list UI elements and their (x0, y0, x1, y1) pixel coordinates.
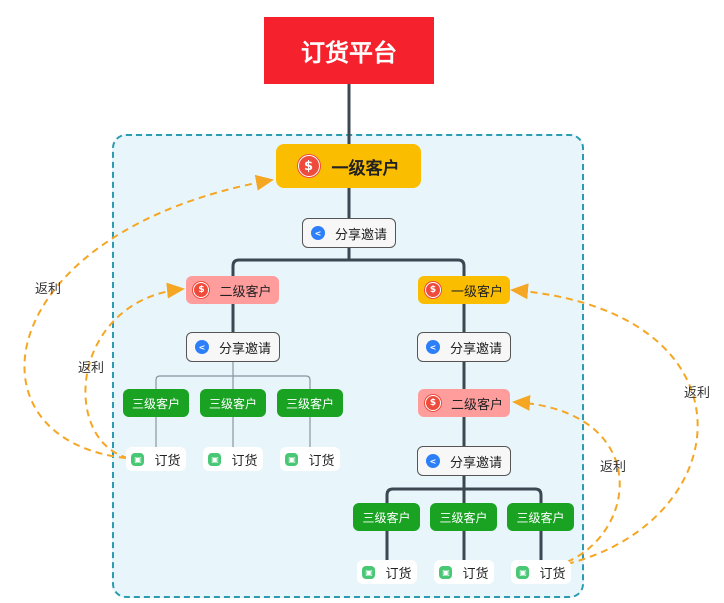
share-invite-node: < 分享邀请 (302, 218, 396, 248)
level2-customer-node: $ 二级客户 (186, 276, 279, 304)
order-label: 订货 (154, 453, 181, 469)
level3-customer-node: 三级客户 (200, 389, 266, 417)
rebate-label: 返利 (600, 460, 627, 475)
share-invite-node: < 分享邀请 (186, 332, 280, 362)
order-node: ▣ 订货 (126, 447, 186, 471)
share-invite-node: < 分享邀请 (417, 332, 511, 362)
dollar-icon: $ (424, 395, 441, 411)
level3-label: 三级客户 (439, 510, 488, 525)
order-label: 订货 (539, 566, 566, 582)
title-text: 订货平台 (301, 39, 397, 67)
order-label: 订货 (462, 566, 489, 582)
dollar-icon: $ (193, 282, 210, 298)
cart-icon: ▣ (131, 452, 145, 466)
level3-label: 三级客户 (362, 510, 411, 525)
level3-customer-node: 三级客户 (123, 389, 189, 417)
level3-customer-node: 三级客户 (507, 503, 574, 531)
dollar-icon: $ (297, 155, 320, 177)
level2-label: 二级客户 (219, 284, 272, 300)
level1-label: 一级客户 (450, 284, 503, 300)
order-node: ▣ 订货 (203, 447, 263, 471)
share-icon: < (194, 340, 209, 354)
rebate-label: 返利 (684, 386, 711, 401)
order-node: ▣ 订货 (280, 447, 340, 471)
cart-icon: ▣ (362, 565, 376, 579)
cart-icon: ▣ (208, 452, 222, 466)
level3-label: 三级客户 (208, 396, 257, 411)
order-label: 订货 (385, 566, 412, 582)
order-node: ▣ 订货 (357, 560, 417, 584)
rebate-label: 返利 (78, 361, 105, 376)
level3-label: 三级客户 (131, 396, 180, 411)
ordering-platform-title: 订货平台 (264, 17, 434, 84)
dollar-icon: $ (424, 282, 441, 298)
level3-customer-node: 三级客户 (277, 389, 343, 417)
level3-customer-node: 三级客户 (430, 503, 497, 531)
rebate-label: 返利 (35, 282, 62, 297)
share-icon: < (425, 454, 440, 468)
cart-icon: ▣ (516, 565, 530, 579)
share-label: 分享邀请 (449, 341, 502, 357)
level1-customer-node: $ 一级客户 (418, 276, 510, 304)
level1-customer-node: $ 一级客户 (276, 144, 421, 188)
share-label: 分享邀请 (218, 341, 271, 357)
order-label: 订货 (231, 453, 258, 469)
share-label: 分享邀请 (334, 227, 387, 243)
order-node: ▣ 订货 (434, 560, 494, 584)
share-invite-node: < 分享邀请 (417, 446, 511, 476)
level3-label: 三级客户 (285, 396, 334, 411)
cart-icon: ▣ (285, 452, 299, 466)
share-icon: < (425, 340, 440, 354)
share-icon: < (310, 226, 325, 240)
level3-label: 三级客户 (516, 510, 565, 525)
level1-label: 一级客户 (331, 158, 400, 179)
order-node: ▣ 订货 (511, 560, 571, 584)
level2-customer-node: $ 二级客户 (418, 389, 510, 417)
share-label: 分享邀请 (449, 455, 502, 471)
order-label: 订货 (308, 453, 335, 469)
level3-customer-node: 三级客户 (353, 503, 420, 531)
level2-label: 二级客户 (450, 397, 503, 413)
cart-icon: ▣ (439, 565, 453, 579)
